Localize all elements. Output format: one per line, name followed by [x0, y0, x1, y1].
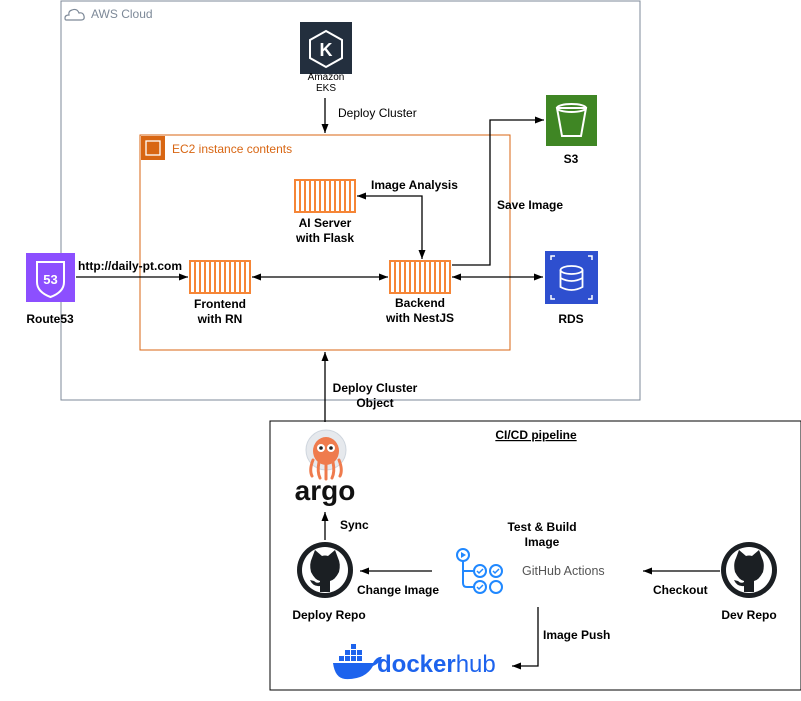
github-actions-label: GitHub Actions [522, 564, 605, 578]
argo-wordmark: argo [295, 475, 356, 506]
eks-label-line1: Amazon [308, 72, 345, 83]
dev-repo-github-icon [721, 542, 777, 598]
edge-label-save-image: Save Image [497, 198, 563, 212]
backend-container-icon [389, 260, 451, 294]
frontend-label-line2: with RN [197, 312, 243, 326]
rds-label: RDS [558, 312, 583, 326]
edge-label-image-push: Image Push [543, 628, 610, 642]
frontend-label-line1: Frontend [194, 297, 246, 311]
edge-actions-to-dockerhub [512, 607, 539, 670]
s3-bucket-icon [546, 95, 597, 146]
edge-label-deploy-cluster-object-line2: Object [356, 396, 393, 410]
eks-label-line2: EKS [316, 83, 336, 94]
s3-label: S3 [564, 152, 579, 166]
ai-server-label-line2: with Flask [295, 231, 354, 245]
route53-badge: 53 [43, 272, 57, 287]
deploy-repo-label: Deploy Repo [292, 608, 365, 622]
edge-label-url: http://daily-pt.com [78, 259, 182, 273]
svg-text:K: K [320, 40, 333, 60]
eks-icon: K [300, 22, 352, 74]
edge-label-checkout: Checkout [653, 583, 708, 597]
docker-whale-icon [333, 644, 382, 680]
edge-ai-backend [357, 192, 426, 259]
edge-label-image-analysis: Image Analysis [371, 178, 458, 192]
route53-label: Route53 [26, 312, 74, 326]
dev-repo-label: Dev Repo [721, 608, 776, 622]
route53-icon: 53 [26, 253, 75, 302]
edge-backend-to-s3 [452, 116, 544, 266]
deploy-repo-github-icon [297, 542, 353, 598]
ai-server-label-line1: AI Server [299, 216, 352, 230]
cicd-title: CI/CD pipeline [495, 428, 577, 442]
argo-octopus-icon [305, 429, 347, 481]
cicd-pipeline-group: CI/CD pipeline [269, 420, 801, 691]
edge-label-sync: Sync [340, 518, 369, 532]
ec2-group: EC2 instance contents [139, 134, 511, 351]
ai-server-container-icon [294, 179, 356, 213]
backend-label-line1: Backend [395, 296, 445, 310]
github-actions-icon [456, 548, 503, 594]
dockerhub-wordmark: dockerhub [377, 651, 496, 678]
edge-label-deploy-cluster: Deploy Cluster [338, 106, 417, 120]
aws-cloud-label: AWS Cloud [91, 7, 153, 21]
edge-label-test-build-line2: Image [525, 535, 560, 549]
frontend-container-icon [189, 260, 251, 294]
edges [76, 98, 720, 670]
rds-database-icon [545, 251, 598, 304]
edge-label-change-image: Change Image [357, 583, 439, 597]
aws-cloud-group: AWS Cloud [60, 0, 641, 401]
backend-label-line2: with NestJS [385, 311, 454, 325]
ec2-chip-icon [141, 136, 165, 160]
edge-label-deploy-cluster-object-line1: Deploy Cluster [333, 381, 418, 395]
edge-label-test-build-line1: Test & Build [507, 520, 576, 534]
ec2-label: EC2 instance contents [172, 142, 292, 156]
cloud-icon [64, 8, 85, 21]
